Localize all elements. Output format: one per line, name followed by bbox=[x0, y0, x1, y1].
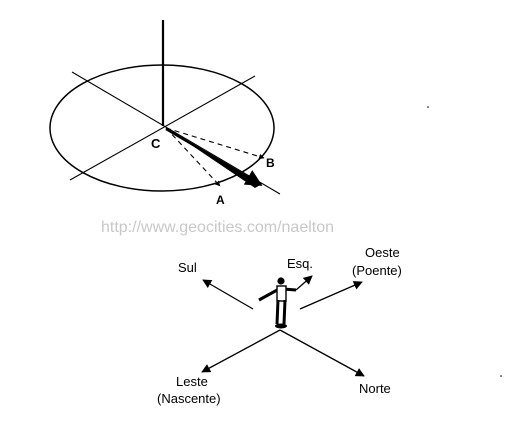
arrow-east bbox=[201, 329, 281, 373]
person-feet bbox=[275, 323, 287, 329]
label-b: B bbox=[266, 156, 275, 170]
label-norte: Norte bbox=[359, 381, 391, 396]
label-sul: Sul bbox=[178, 260, 197, 275]
dashed-line-a bbox=[165, 127, 221, 187]
person-leg-left bbox=[275, 299, 280, 325]
horizon-axis-1 bbox=[71, 71, 281, 195]
arrow-south bbox=[202, 279, 254, 310]
horizon-diagram: C A B bbox=[49, 20, 281, 207]
dashed-line-b bbox=[165, 127, 265, 160]
label-nascente: (Nascente) bbox=[157, 391, 221, 406]
cardinal-diagram: Sul Esq. Oeste (Poente) Leste (Nascente)… bbox=[157, 245, 402, 406]
person-figure bbox=[258, 277, 297, 329]
label-poente: (Poente) bbox=[352, 263, 402, 278]
person-torso bbox=[276, 285, 287, 302]
label-oeste: Oeste bbox=[365, 245, 400, 260]
scan-speck-1 bbox=[427, 106, 429, 108]
watermark-url: http://www.geocities.com/naelton bbox=[101, 219, 334, 236]
person-arm-left bbox=[258, 287, 280, 302]
label-esq: Esq. bbox=[287, 256, 313, 271]
horizon-axis-2 bbox=[69, 75, 256, 181]
arrow-left-hand bbox=[295, 275, 313, 291]
person-leg-right bbox=[282, 299, 287, 325]
arrow-north bbox=[279, 329, 365, 377]
arrow-west bbox=[299, 281, 363, 310]
label-c: C bbox=[151, 136, 161, 151]
person-head bbox=[277, 277, 285, 285]
scan-speck-2 bbox=[500, 375, 502, 377]
label-leste: Leste bbox=[176, 374, 208, 389]
shadow-arrow bbox=[165, 127, 263, 187]
label-a: A bbox=[216, 193, 225, 207]
